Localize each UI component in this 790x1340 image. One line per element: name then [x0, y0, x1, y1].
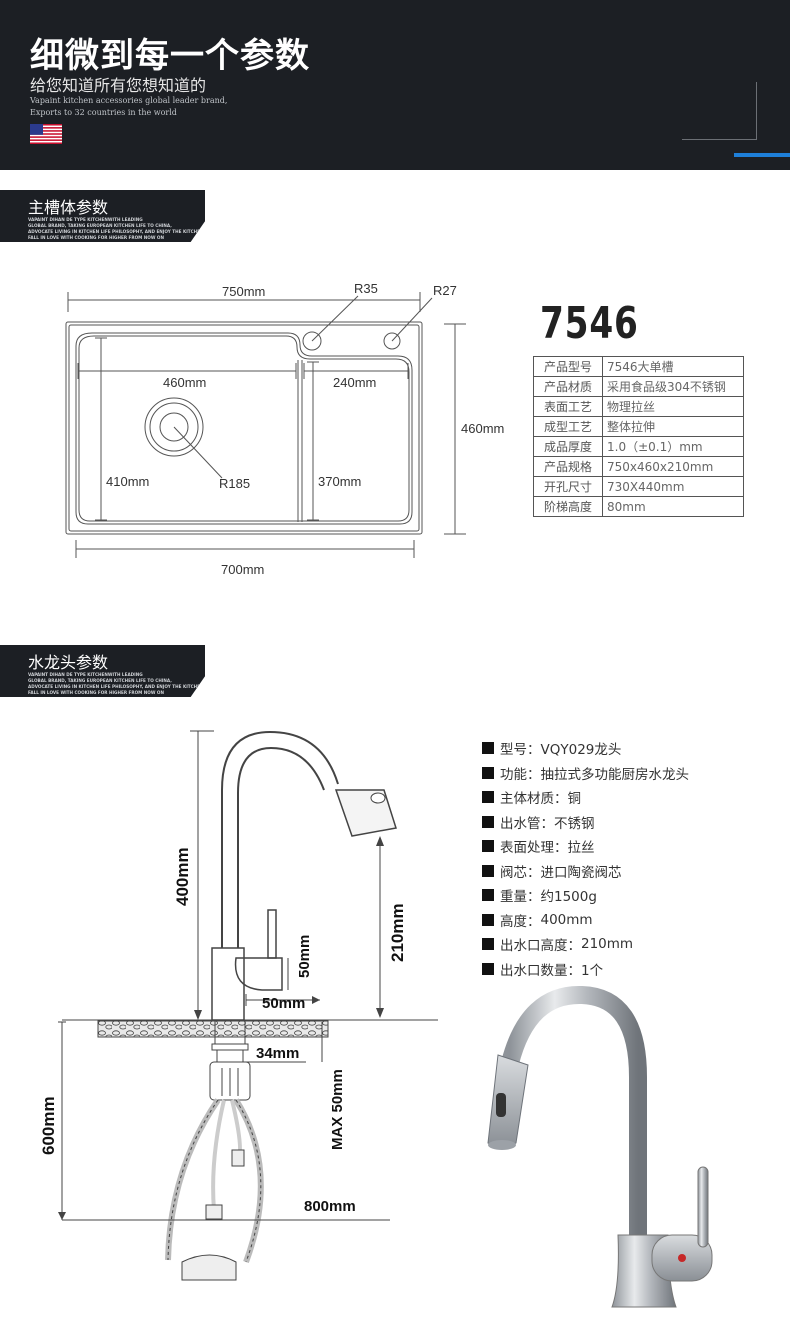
bullet-square-icon	[482, 791, 494, 804]
us-flag-icon	[30, 124, 62, 144]
bullet-square-icon	[482, 766, 494, 779]
dim-label-410: 410mm	[106, 474, 149, 489]
sink-model-number: 7546	[540, 298, 639, 349]
list-item: 主体材质铜	[482, 785, 689, 810]
list-item: 出水口高度210mm	[482, 932, 689, 957]
dim-label-34: 34mm	[256, 1045, 299, 1062]
table-row: 表面工艺物理拉丝	[533, 396, 744, 417]
list-item: 表面处理拉丝	[482, 834, 689, 859]
dim-label-r185: R185	[219, 476, 250, 491]
header-banner: 细微到每一个参数 给您知道所有您想知道的 Vapaint kitchen acc…	[0, 0, 790, 170]
list-item: 功能抽拉式多功能厨房水龙头	[482, 761, 689, 786]
bullet-square-icon	[482, 962, 494, 975]
brand-tagline-line1: Vapaint kitchen accessories global leade…	[30, 96, 228, 105]
dim-label-370: 370mm	[318, 474, 361, 489]
page-subtitle: 给您知道所有您想知道的	[30, 76, 207, 95]
dim-label-r27: R27	[433, 283, 457, 298]
dim-label-700: 700mm	[221, 562, 264, 577]
bullet-square-icon	[482, 815, 494, 828]
header-accent-bar	[734, 153, 790, 157]
dim-label-600: 600mm	[39, 1096, 58, 1155]
bullet-square-icon	[482, 889, 494, 902]
dim-label-400: 400mm	[173, 847, 192, 906]
bullet-square-icon	[482, 742, 494, 755]
header-decor-vline	[756, 82, 757, 140]
section-banner-faucet: 水龙头参数 VAPAINT DIHAN DE TYPE KITCHENWITH …	[0, 645, 205, 697]
dim-label-460-width: 460mm	[163, 375, 206, 390]
page-title: 细微到每一个参数	[30, 36, 310, 76]
bullet-square-icon	[482, 864, 494, 877]
section-banner-sink: 主槽体参数 VAPAINT DIHAN DE TYPE KITCHENWITH …	[0, 190, 205, 242]
section-title-faucet: 水龙头参数	[28, 653, 109, 672]
section-tagline-sink: VAPAINT DIHAN DE TYPE KITCHENWITH LEADIN…	[28, 217, 217, 240]
dim-label-460-height: 460mm	[461, 421, 504, 436]
dim-label-50-vertical: 50mm	[296, 935, 313, 978]
bullet-square-icon	[482, 938, 494, 951]
dim-label-240: 240mm	[333, 375, 376, 390]
dim-label-800: 800mm	[304, 1198, 356, 1215]
header-decor-hline	[682, 139, 757, 140]
dim-label-r35: R35	[354, 281, 378, 296]
bullet-square-icon	[482, 840, 494, 853]
faucet-dimension-drawing: 400mm 210mm 50mm 50mm 34mm MAX 50mm 600m…	[39, 730, 438, 1281]
list-item: 高度400mm	[482, 908, 689, 933]
list-item: 出水管不锈钢	[482, 810, 689, 835]
brand-tagline-line2: Exports to 32 countries in the world	[30, 108, 177, 117]
list-item: 重量约1500g	[482, 883, 689, 908]
dim-label-50-horizontal: 50mm	[262, 995, 305, 1012]
bullet-square-icon	[482, 913, 494, 926]
dim-label-750: 750mm	[222, 284, 265, 299]
faucet-spec-list: 型号VQY029龙头 功能抽拉式多功能厨房水龙头 主体材质铜 出水管不锈钢 表面…	[482, 736, 689, 981]
sink-dimension-drawing: 750mm R35 R27 460mm 240mm 460mm 410mm R1…	[65, 281, 504, 577]
section-tagline-faucet: VAPAINT DIHAN DE TYPE KITCHENWITH LEADIN…	[28, 672, 217, 695]
faucet-product-image	[487, 985, 713, 1308]
list-item: 型号VQY029龙头	[482, 736, 689, 761]
table-row: 产品材质采用食品级304不锈钢	[533, 376, 744, 397]
dim-label-max-50: MAX 50mm	[329, 1069, 346, 1150]
table-row: 成型工艺整体拉伸	[533, 416, 744, 437]
section-title-sink: 主槽体参数	[28, 198, 109, 217]
dim-label-210: 210mm	[388, 903, 407, 962]
list-item: 出水口数量1个	[482, 957, 689, 982]
list-item: 阀芯进口陶瓷阀芯	[482, 859, 689, 884]
